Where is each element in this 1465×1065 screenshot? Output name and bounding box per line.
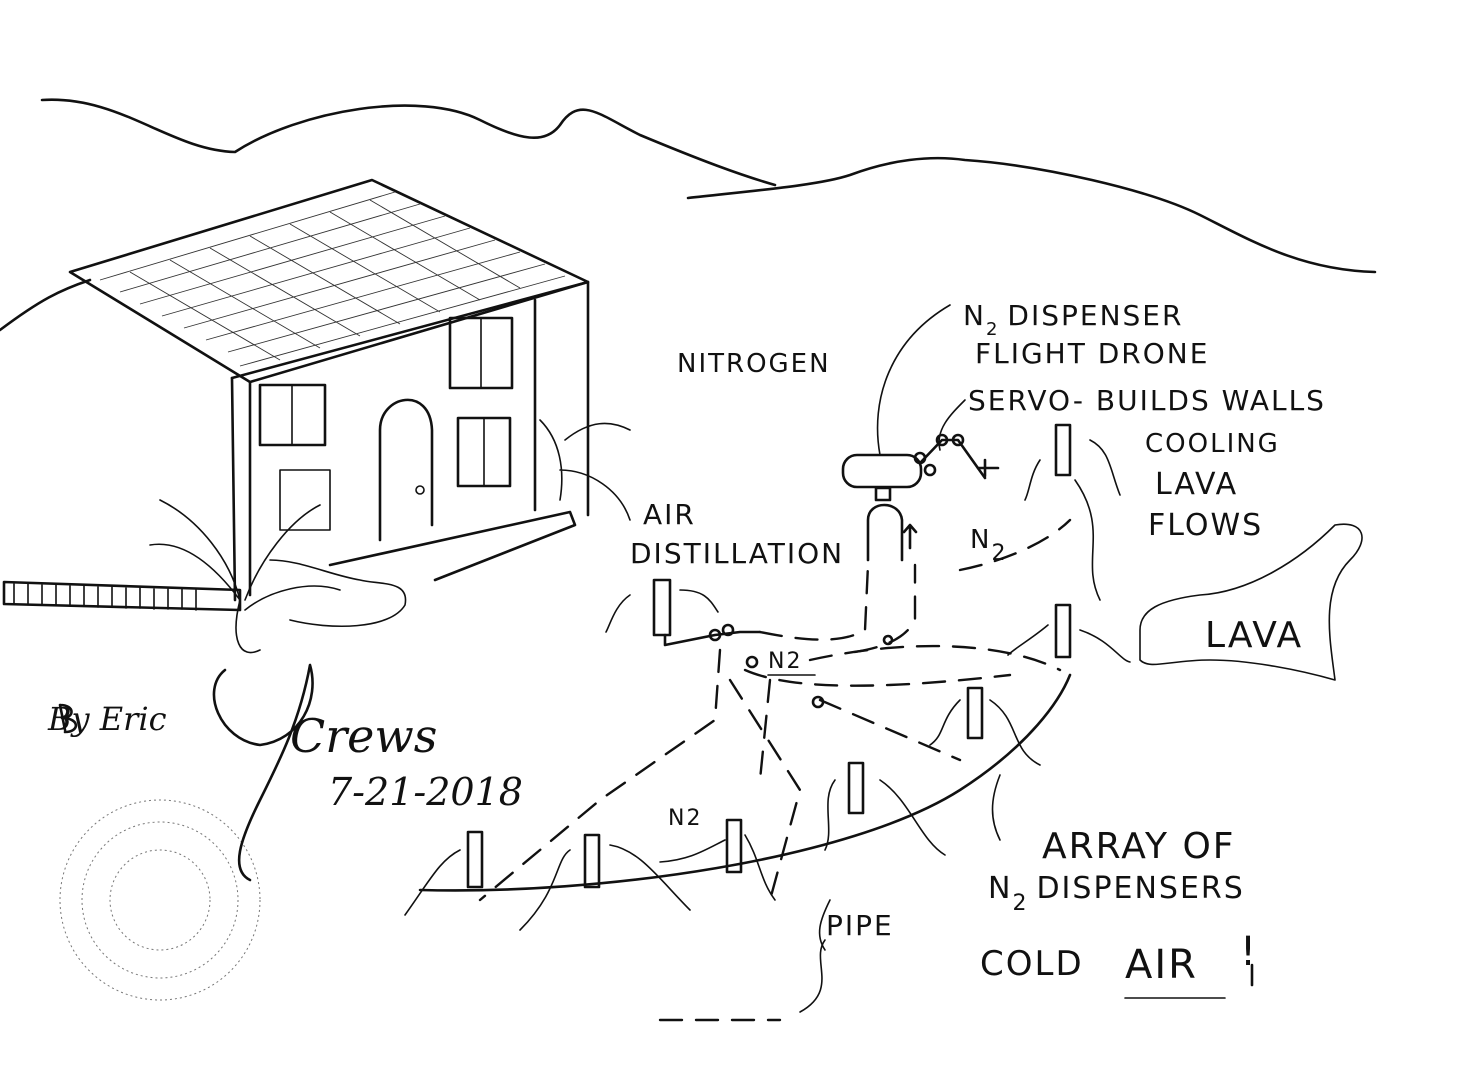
air-distillation-unit bbox=[605, 578, 894, 709]
vegetation bbox=[2, 419, 631, 654]
n2-arrow-label: N2 bbox=[970, 525, 1007, 566]
air-distillation-label: AIR DISTILLATION bbox=[630, 498, 844, 570]
svg-text:COOLING: COOLING bbox=[1145, 429, 1280, 459]
house bbox=[68, 178, 590, 602]
cold-air-label: COLD AIR ! bbox=[980, 929, 1258, 988]
servo-label: SERVO- BUILDS WALLS bbox=[968, 384, 1326, 417]
nitrogen-tank bbox=[866, 486, 918, 562]
n2-lower-label: N2 bbox=[668, 806, 702, 831]
lava-label: LAVA bbox=[1205, 615, 1303, 656]
notary-stamp bbox=[59, 799, 261, 1001]
svg-text:DISTILLATION: DISTILLATION bbox=[630, 537, 844, 570]
roof-shingles bbox=[99, 191, 566, 367]
svg-text:ARRAY OF: ARRAY OF bbox=[1042, 826, 1236, 867]
n2-pipe-label: N2 bbox=[768, 649, 802, 674]
author-label: By Eric bbox=[47, 700, 167, 738]
mountain-ridge bbox=[0, 98, 1377, 332]
svg-text:LAVA: LAVA bbox=[1155, 467, 1238, 502]
pipe-label: PIPE bbox=[826, 909, 894, 942]
dispenser-array bbox=[404, 423, 1131, 931]
ground-line bbox=[418, 673, 1072, 892]
nitrogen-label: NITROGEN bbox=[677, 349, 831, 379]
leader-lines bbox=[818, 399, 1363, 999]
svg-text:FLOWS: FLOWS bbox=[1148, 508, 1263, 543]
n2-dispenser-flight-drone bbox=[841, 304, 1000, 489]
pipe-network bbox=[478, 518, 1072, 1022]
signature: Crews bbox=[290, 709, 437, 763]
svg-text:AIR: AIR bbox=[1125, 942, 1198, 988]
svg-text:COLD: COLD bbox=[980, 944, 1084, 984]
date-label: 7-21-2018 bbox=[328, 770, 523, 814]
svg-text:!: ! bbox=[1240, 929, 1258, 975]
cooling-lava-flows-label: COOLING LAVA FLOWS bbox=[1145, 429, 1280, 543]
svg-text:FLIGHT DRONE: FLIGHT DRONE bbox=[975, 337, 1209, 370]
signature-scribble bbox=[58, 663, 314, 882]
svg-text:AIR: AIR bbox=[643, 498, 696, 531]
